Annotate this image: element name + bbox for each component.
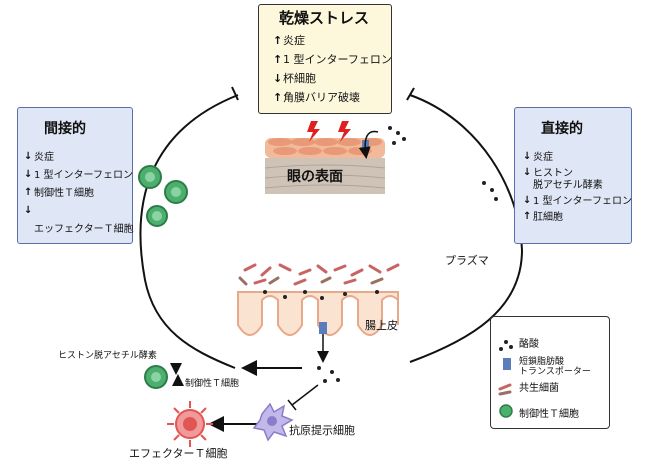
box-item-text: 1 型インターフェロン (34, 170, 133, 181)
legend-item-dots: 酪酸 (519, 339, 539, 350)
legend-item-treg: 制御性Ｔ細胞 (519, 409, 579, 420)
legend-item-bacteria: 共生細菌 (519, 383, 559, 394)
right-box-direct: 直接的 ↓炎症↓ヒストン 脱アセチル酵素↓1 型インターフェロン↑肛細胞 (514, 107, 632, 244)
box-item-text: 炎症 (533, 152, 553, 163)
right-arc-inhibit-bar (406, 87, 415, 101)
butyrate-dots-gut (263, 290, 379, 300)
apc-cell (252, 402, 294, 442)
butyrate-dots-right (482, 181, 498, 201)
box-item: ↓炎症 (24, 152, 54, 164)
up-arrow-icon: ↑ (273, 34, 283, 47)
down-arrow-icon: ↓ (523, 167, 532, 178)
box-item-text: 1 型インターフェロン (283, 53, 392, 66)
box-item-text: 肛細胞 (533, 212, 563, 223)
box-item-text: エッフェクターＴ細胞 (34, 224, 134, 235)
up-arrow-icon: ↑ (273, 53, 283, 66)
right-arc (409, 94, 524, 363)
box-item-text: 1 型インターフェロン (533, 196, 632, 207)
box-item-text: 角膜バリア破壊 (283, 91, 360, 104)
box-item-text: 炎症 (283, 34, 305, 47)
left-arc-inhibit-bar (231, 86, 239, 101)
down-arrow-icon: ↓ (24, 169, 33, 180)
lightning-icon (307, 121, 351, 142)
effector-t-cell (167, 401, 213, 447)
scfa-transporter-gut (319, 322, 327, 334)
box-item: ↑炎症 (273, 34, 305, 48)
box-item-text: ヒストン 脱アセチル酵素 (533, 168, 603, 191)
eye-surface-label: 眼の表面 (287, 169, 343, 185)
legend-icons (498, 340, 513, 418)
intestinal-villi (237, 291, 399, 336)
down-arrow-icon: ↓ (523, 151, 532, 162)
box-item: ↓ (24, 206, 34, 216)
top-box-dry-stress: 乾燥ストレス ↑炎症↑1 型インターフェロン↓杯細胞↑角膜バリア破壊 (258, 4, 392, 114)
box-item: ↓1 型インターフェロン (24, 170, 133, 182)
box-item: ↓杯細胞 (273, 72, 316, 86)
box-item: ↓ヒストン 脱アセチル酵素 (523, 168, 603, 191)
legend-box: 酪酸短鎖脂肪酸 トランスポーター共生細菌制御性Ｔ細胞 (490, 316, 610, 429)
effector-t-cell-label: エフェクターＴ細胞 (129, 447, 228, 460)
box-item: ↓1 型インターフェロン (523, 196, 632, 208)
left-box-indirect: 間接的 ↓炎症↓1 型インターフェロン↑制御性Ｔ細胞↓エッフェクターＴ細胞 (17, 107, 134, 244)
down-arrow-icon: ↓ (24, 205, 33, 216)
box-item: ↑角膜バリア破壊 (273, 91, 360, 105)
plasma-label: プラズマ (445, 254, 489, 267)
box-item: ↑肛細胞 (523, 212, 563, 224)
top-box-title: 乾燥ストレス (279, 9, 370, 27)
left-box-title: 間接的 (44, 121, 86, 137)
treg-label: 制御性Ｔ細胞 (185, 379, 240, 389)
down-arrow-icon: ↓ (273, 72, 283, 85)
up-arrow-icon: ↑ (273, 91, 283, 104)
down-arrow-icon: ↓ (24, 151, 33, 162)
commensal-bacteria-band (238, 263, 400, 286)
right-box-title: 直接的 (541, 121, 583, 137)
apc-label: 抗原提示細胞 (289, 424, 355, 437)
box-item-text: 炎症 (34, 152, 54, 163)
legend-item-transporter: 短鎖脂肪酸 トランスポーター (519, 357, 591, 378)
box-item: ↑制御性Ｔ細胞 (24, 188, 94, 200)
box-item-text: 杯細胞 (283, 72, 316, 85)
treg-cells-left-arc (138, 165, 188, 227)
up-arrow-icon: ↑ (523, 211, 532, 222)
treg-cell-bottom (144, 365, 168, 389)
box-item: ↓炎症 (523, 152, 553, 164)
eye-surface-tissue (264, 126, 406, 194)
up-arrow-icon: ↑ (24, 187, 33, 198)
box-item-text: 制御性Ｔ細胞 (34, 188, 94, 199)
inhibit-to-apc (291, 384, 319, 406)
box-item: エッフェクターＴ細胞 (24, 224, 134, 236)
hdac-label: ヒストン脱アセチル酵素 (58, 351, 157, 361)
left-arc (139, 94, 239, 369)
butyrate-dots-lower (317, 366, 340, 383)
down-arrow-icon: ↓ (523, 195, 532, 206)
box-item: ↑1 型インターフェロン (273, 53, 392, 67)
intestinal-epithelium-label: 腸上皮 (365, 319, 398, 332)
